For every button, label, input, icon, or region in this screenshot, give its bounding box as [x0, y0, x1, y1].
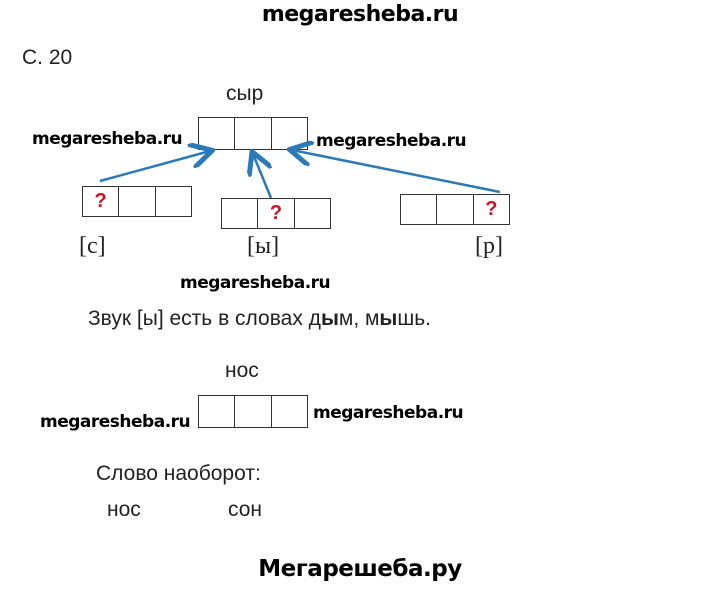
- footer-watermark: Мегарешеба.ру: [258, 556, 462, 582]
- watermark: megaresheba.ru: [313, 403, 464, 423]
- scheme-r: ?: [400, 194, 510, 225]
- nos-scheme: [198, 395, 308, 428]
- watermark: megaresheba.ru: [40, 412, 191, 432]
- sentence: Звук [ы] есть в словах дым, мышь.: [88, 307, 431, 330]
- page-label: С. 20: [22, 46, 73, 69]
- word-nos: нос: [225, 359, 259, 382]
- scheme-y: ?: [221, 198, 331, 229]
- arrow-s: [99, 151, 210, 183]
- forward-word: нос: [107, 498, 141, 521]
- arrow-y: [253, 154, 273, 199]
- watermark: megaresheba.ru: [180, 273, 331, 293]
- watermark: megaresheba.ru: [316, 131, 467, 151]
- word-syr: сыр: [226, 82, 264, 105]
- reversed-word: сон: [228, 498, 263, 521]
- watermark: megaresheba.ru: [32, 129, 183, 149]
- sound-r: [р]: [475, 233, 503, 259]
- scheme-s: ?: [82, 186, 192, 217]
- sound-s: [с]: [79, 233, 106, 259]
- sound-y: [ы]: [247, 233, 280, 259]
- header-watermark: megaresheba.ru: [261, 2, 459, 27]
- reverse-label: Слово наоборот:: [96, 462, 261, 485]
- arrow-r: [292, 150, 501, 194]
